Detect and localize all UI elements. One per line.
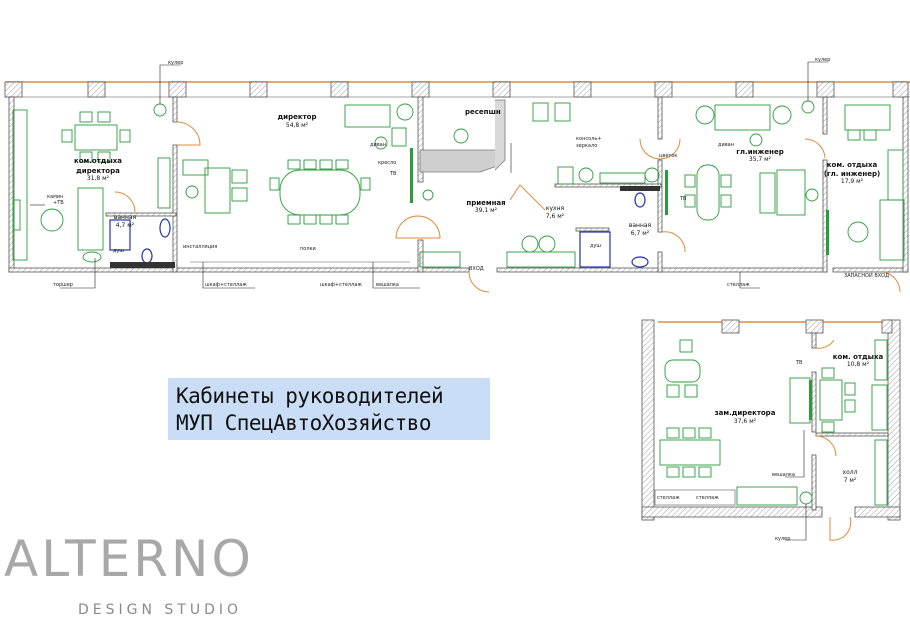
walls	[8, 96, 909, 273]
shower	[109, 219, 131, 251]
floor-lamp	[82, 251, 102, 263]
room-area: 17,9 м²	[841, 178, 864, 185]
second-plan: зам.директора 37,6 м² ком. отдыха 10,8 м…	[641, 319, 901, 542]
room-area: 4,7 м²	[116, 222, 135, 229]
room-labels: ком.отдыха директора 31,8 м² директор 54…	[74, 108, 880, 237]
svg-text:торшер: торшер	[53, 282, 73, 288]
sofa	[879, 199, 905, 261]
room-area: 7 м²	[844, 477, 857, 484]
svg-text:ТВ: ТВ	[795, 360, 803, 366]
room-label: ком. отдыха	[827, 161, 878, 169]
title-line-2: МУП СпецАвтоХозяйство	[176, 411, 432, 435]
dining-table	[74, 124, 118, 151]
columns	[4, 81, 909, 98]
shower	[579, 231, 611, 268]
main-plan: ком.отдыха директора 31,8 м² директор 54…	[4, 57, 910, 293]
svg-text:ВХОД: ВХОД	[469, 266, 484, 272]
svg-text:полки: полки	[300, 246, 316, 252]
svg-text:шкаф+стеллаж: шкаф+стеллаж	[205, 282, 247, 288]
sofa	[344, 104, 391, 128]
logo-subtitle: DESIGN STUDIO	[78, 602, 243, 618]
room-label: директора	[76, 167, 120, 175]
svg-text:душ: душ	[113, 248, 124, 254]
sofa	[77, 187, 104, 251]
room-label: приемная	[466, 199, 505, 207]
furniture	[12, 100, 905, 268]
svg-text:ТВ: ТВ	[389, 171, 397, 177]
room-label: ресепшн	[465, 108, 501, 116]
svg-text:камин: камин	[47, 194, 63, 200]
room-label: холл	[843, 469, 858, 476]
logo: ALTERNO	[4, 530, 254, 588]
room-label: (гл. инженер)	[824, 170, 880, 178]
svg-text:стеллаж: стеллаж	[727, 282, 750, 288]
dining-table	[819, 379, 843, 421]
sofa	[789, 377, 811, 424]
svg-text:вешалка: вешалка	[772, 472, 795, 478]
svg-text:+ТВ: +ТВ	[53, 200, 64, 206]
conference-table	[696, 164, 720, 221]
svg-text:стеллаж: стеллаж	[696, 495, 719, 501]
cooler	[799, 491, 813, 505]
svg-text:душ: душ	[590, 243, 601, 249]
svg-text:кулер: кулер	[775, 536, 790, 542]
svg-text:цветок: цветок	[659, 153, 677, 159]
svg-text:кулер: кулер	[815, 57, 830, 63]
svg-text:ЗАПАСНОЙ ВХОД: ЗАПАСНОЙ ВХОД	[844, 272, 889, 279]
room-area: 10,8 м²	[847, 361, 870, 368]
room-label: кухня	[546, 205, 565, 212]
room-area: 35,7 м²	[749, 156, 772, 163]
room-label: ком.отдыха	[74, 157, 122, 165]
room-label: ванная	[114, 214, 137, 221]
sink	[631, 256, 649, 268]
title-line-1: Кабинеты руководителей	[176, 384, 444, 408]
room-label: ком. отдыха	[833, 353, 884, 361]
doors	[114, 121, 901, 293]
leader-lines	[30, 61, 828, 289]
furniture	[654, 339, 888, 506]
svg-text:шкаф+стеллаж: шкаф+стеллаж	[320, 282, 362, 288]
engineer-desk	[776, 169, 806, 216]
svg-text:вешалка: вешалка	[376, 282, 399, 288]
svg-text:зеркало: зеркало	[576, 143, 597, 149]
cooler	[153, 103, 167, 117]
cooler	[801, 100, 815, 114]
svg-text:диван: диван	[370, 142, 386, 148]
room-label: гл.инженер	[736, 148, 784, 156]
svg-text:кулер: кулер	[168, 60, 183, 66]
director-desk	[204, 167, 231, 214]
desk	[664, 359, 701, 383]
svg-text:ТВ: ТВ	[679, 196, 687, 202]
room-label: директор	[278, 113, 317, 121]
room-area: 54,8 м²	[286, 122, 309, 129]
svg-text:кресло: кресло	[378, 160, 396, 166]
meeting-table	[279, 169, 361, 216]
room-area: 7,6 м²	[546, 213, 565, 220]
reception-desk	[419, 149, 501, 173]
meeting-table	[659, 439, 721, 466]
toilet	[634, 192, 646, 208]
sofa	[714, 104, 771, 131]
room-label: ванная	[629, 222, 652, 229]
svg-text:диван: диван	[718, 142, 734, 148]
svg-text:консоль+: консоль+	[576, 136, 602, 142]
room-area: 6,7 м²	[631, 230, 650, 237]
room-area: 39,1 м²	[475, 207, 498, 214]
room-area: 37,6 м²	[734, 418, 757, 425]
room-label: зам.директора	[715, 409, 776, 417]
dining-table	[844, 104, 891, 131]
svg-text:инсталляция: инсталляция	[183, 244, 217, 250]
room-area: 31,8 м²	[87, 175, 110, 182]
annotations: кулер кулер камин +ТВ душ душ инсталляци…	[47, 57, 889, 288]
title-box: Кабинеты руководителей МУП СпецАвтоХозяй…	[168, 378, 490, 440]
svg-text:стеллаж: стеллаж	[657, 495, 680, 501]
